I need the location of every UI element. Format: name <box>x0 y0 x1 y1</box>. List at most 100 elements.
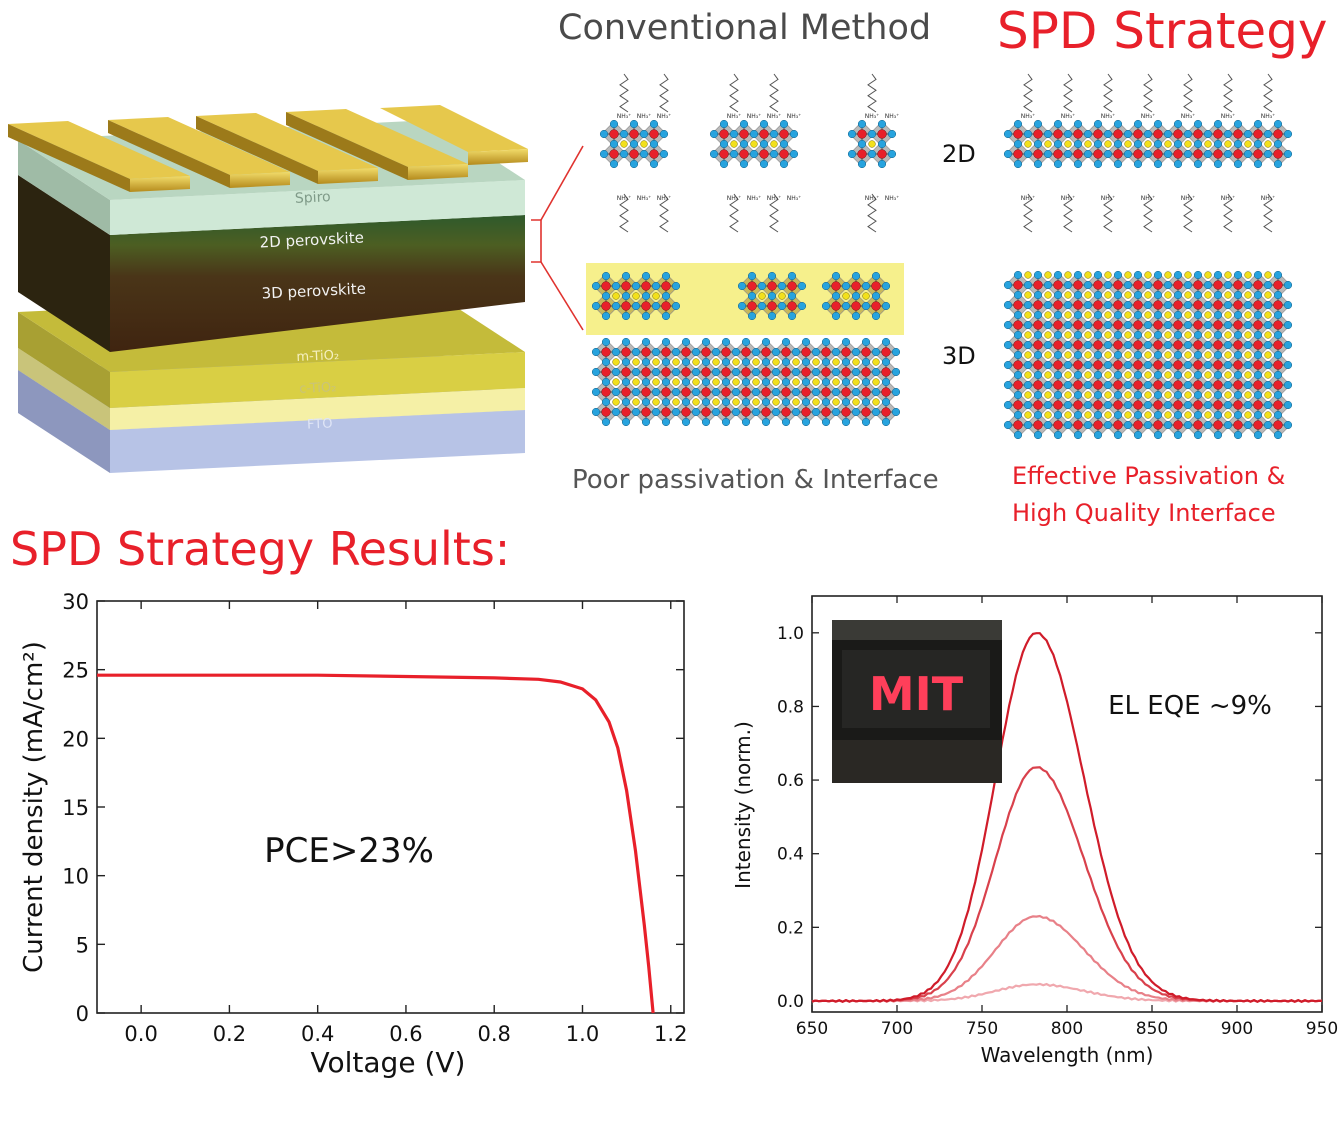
ammonium-label: NH₃⁺ <box>617 113 632 120</box>
gold-electrodes <box>8 105 528 192</box>
el-x-tick-label: 800 <box>1051 1019 1083 1039</box>
device-stack: Spiro 2D perovskite 3D perovskite m-TiO₂… <box>8 105 584 473</box>
conv-3d-bulk <box>591 337 901 427</box>
jv-x-axis-label: Voltage (V) <box>311 1046 466 1079</box>
ammonium-label: NH₃⁺ <box>767 113 782 120</box>
el-x-tick-label: 950 <box>1306 1019 1338 1039</box>
el-y-tick-label: 1.0 <box>777 624 804 644</box>
conventional-method-title: Conventional Method <box>558 8 932 48</box>
conv-2d-fragment-1: NH₃⁺NH₃⁺NH₃⁺NH₃⁺NH₃⁺NH₃⁺ <box>599 73 672 233</box>
jv-x-tick-label: 0.6 <box>389 1022 422 1046</box>
el-y-tick-label: 0.8 <box>777 697 804 717</box>
mit-inset-photo: MIT <box>832 620 1002 783</box>
label-2d: 2D <box>942 140 976 168</box>
jv-series-line <box>97 673 655 1014</box>
electrode-1 <box>8 121 190 192</box>
spd-3d-bulk <box>1003 270 1293 440</box>
caption-high-quality-interface: High Quality Interface <box>1012 499 1276 527</box>
results-title: SPD Strategy Results: <box>10 522 511 576</box>
el-y-tick-label: 0.2 <box>777 918 804 938</box>
el-series-line <box>811 766 1323 1003</box>
el-y-tick-label: 0.4 <box>777 845 804 865</box>
ammonium-label: NH₃⁺ <box>885 113 900 120</box>
pce-annotation: PCE>23% <box>264 831 434 871</box>
el-y-axis-label: Intensity (norm.) <box>731 721 755 889</box>
spd-strategy-title: SPD Strategy <box>997 2 1328 60</box>
label-c-tio2: c-TiO₂ <box>299 380 337 397</box>
caption-poor-passivation: Poor passivation & Interface <box>572 465 939 495</box>
conv-2d-fragment-3: NH₃⁺ NH₃⁺ NH₃⁺ NH₃⁺ <box>847 73 900 233</box>
mit-text: MIT <box>869 667 964 721</box>
ammonium-label: NH₃⁺ <box>787 113 802 120</box>
jv-x-tick-label: 0.0 <box>124 1022 157 1046</box>
el-x-tick-label: 700 <box>881 1019 913 1039</box>
layer-c-tio2 <box>18 348 525 430</box>
ammonium-label: NH₃⁺ <box>1101 113 1116 120</box>
ammonium-label: NH₃⁺ <box>1181 195 1196 202</box>
jv-y-tick-label: 20 <box>62 727 89 751</box>
jv-x-tick-label: 1.2 <box>654 1022 687 1046</box>
ammonium-label: NH₃⁺ <box>1021 113 1036 120</box>
ammonium-label: NH₃⁺ <box>747 113 762 120</box>
el-series-line <box>811 914 1323 1003</box>
jv-plot-frame <box>96 600 685 1014</box>
layer-perovskite <box>18 175 525 352</box>
label-2d-perovskite: 2D perovskite <box>259 228 364 251</box>
ammonium-label: NH₃⁺ <box>617 195 632 202</box>
zoom-bracket <box>531 145 584 331</box>
ammonium-label: NH₃⁺ <box>727 195 742 202</box>
ammonium-label: NH₃⁺ <box>1021 195 1036 202</box>
ammonium-label: NH₃⁺ <box>1141 113 1156 120</box>
label-3d-perovskite: 3D perovskite <box>261 279 366 302</box>
jv-y-tick-label: 25 <box>62 659 89 683</box>
label-m-tio2: m-TiO₂ <box>296 348 339 365</box>
el-series-line <box>811 982 1323 1003</box>
ammonium-label: NH₃⁺ <box>1141 195 1156 202</box>
jv-x-tick-label: 0.2 <box>213 1022 246 1046</box>
el-x-tick-label: 650 <box>796 1019 828 1039</box>
electrode-5 <box>380 105 528 165</box>
jv-y-tick-label: 0 <box>76 1002 89 1026</box>
conv-2d-island-3 <box>821 271 891 321</box>
conv-2d-island-2 <box>737 271 807 321</box>
ammonium-label: NH₃⁺ <box>1061 113 1076 120</box>
crystal-structures: NH₃⁺NH₃⁺NH₃⁺NH₃⁺NH₃⁺NH₃⁺NH₃⁺NH₃⁺NH₃⁺NH₃⁺… <box>591 73 1293 440</box>
ammonium-label: NH₃⁺ <box>1101 195 1116 202</box>
conv-2d-fragment-2: NH₃⁺NH₃⁺NH₃⁺NH₃⁺NH₃⁺NH₃⁺NH₃⁺NH₃⁺ <box>709 73 802 233</box>
ammonium-label: NH₃⁺ <box>865 113 880 120</box>
ammonium-label: NH₃⁺ <box>1181 113 1196 120</box>
label-spiro: Spiro <box>295 189 331 207</box>
ammonium-label: NH₃⁺ <box>1221 113 1236 120</box>
el-series-line <box>811 632 1323 1003</box>
ammonium-label: NH₃⁺ <box>637 113 652 120</box>
eqe-annotation: EL EQE ~9% <box>1108 691 1272 721</box>
jv-y-tick-label: 5 <box>76 933 89 957</box>
jv-y-tick-label: 10 <box>62 865 89 889</box>
electrode-3 <box>196 113 378 184</box>
el-x-tick-label: 900 <box>1221 1019 1253 1039</box>
ammonium-label: NH₃⁺ <box>1261 195 1276 202</box>
ammonium-label: NH₃⁺ <box>657 195 672 202</box>
ammonium-label: NH₃⁺ <box>767 195 782 202</box>
spd-2d-layer: NH₃⁺ NH₃⁺ NH₃⁺ NH₃⁺ NH₃⁺ NH₃⁺ NH₃⁺ NH₃⁺ NH₃⁺ NH₃⁺… <box>1003 73 1293 233</box>
el-y-tick-label: 0.0 <box>777 992 804 1012</box>
ammonium-label: NH₃⁺ <box>1061 195 1076 202</box>
label-fto: FTO <box>307 416 333 432</box>
jv-y-tick-label: 30 <box>62 590 89 614</box>
ammonium-label: NH₃⁺ <box>637 195 652 202</box>
el-y-tick-label: 0.6 <box>777 771 804 791</box>
label-3d: 3D <box>942 342 976 370</box>
ammonium-label: NH₃⁺ <box>747 195 762 202</box>
ammonium-label: NH₃⁺ <box>1261 113 1276 120</box>
el-x-tick-label: 750 <box>966 1019 998 1039</box>
ammonium-label: NH₃⁺ <box>1221 195 1236 202</box>
caption-effective-passivation: Effective Passivation & <box>1012 462 1286 490</box>
conv-2d-island-1 <box>591 271 681 321</box>
el-x-axis-label: Wavelength (nm) <box>981 1043 1154 1067</box>
ammonium-label: NH₃⁺ <box>865 195 880 202</box>
ammonium-label: NH₃⁺ <box>885 195 900 202</box>
jv-y-tick-label: 15 <box>62 796 89 820</box>
